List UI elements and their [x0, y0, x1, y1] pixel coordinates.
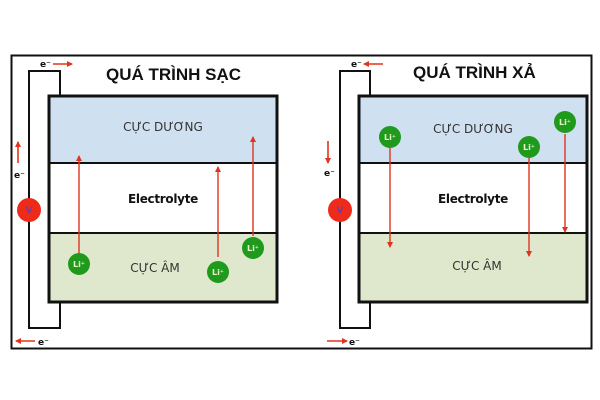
electron-label: e⁻ [324, 169, 335, 179]
electrolyte-layer [49, 163, 277, 233]
svg-text:Li⁺: Li⁺ [73, 260, 85, 269]
positive-electrode [49, 96, 277, 163]
electrolyte-label: Electrolyte [438, 192, 508, 206]
panel-discharging: QUÁ TRÌNH XẢ CỰC DƯƠNG Electrolyte CỰC Â… [324, 60, 589, 348]
svg-text:Li⁺: Li⁺ [247, 244, 259, 253]
lithium-ion: Li⁺ [242, 237, 264, 259]
svg-text:V: V [26, 206, 33, 216]
electron-label: e⁻ [38, 338, 49, 348]
battery-cell [357, 94, 589, 304]
svg-text:Li⁺: Li⁺ [212, 268, 224, 277]
voltmeter: V [328, 198, 352, 222]
battery-cell [47, 94, 279, 304]
panel-charging: QUÁ TRÌNH SẠC CỰC DƯƠNG Electrolyte CỰC … [14, 60, 279, 348]
negative-electrode-label: CỰC ÂM [130, 260, 179, 275]
positive-electrode-label: CỰC DƯƠNG [123, 120, 203, 134]
negative-electrode-label: CỰC ÂM [452, 258, 501, 273]
svg-text:Li⁺: Li⁺ [384, 133, 396, 142]
panel-title: QUÁ TRÌNH XẢ [413, 63, 536, 82]
outer-border [10, 54, 593, 350]
negative-electrode [359, 233, 587, 302]
lithium-ion: Li⁺ [68, 253, 90, 275]
electron-label: e⁻ [351, 60, 362, 70]
voltmeter: V [17, 198, 41, 222]
lithium-ion: Li⁺ [379, 126, 401, 148]
electron-label: e⁻ [40, 60, 51, 70]
svg-text:V: V [337, 206, 344, 216]
electrolyte-layer [359, 163, 587, 233]
lithium-ion: Li⁺ [207, 261, 229, 283]
svg-text:Li⁺: Li⁺ [523, 143, 535, 152]
electron-label: e⁻ [14, 171, 25, 181]
lithium-ion: Li⁺ [518, 136, 540, 158]
lithium-ion: Li⁺ [554, 111, 576, 133]
positive-electrode-label: CỰC DƯƠNG [433, 122, 513, 136]
svg-text:Li⁺: Li⁺ [559, 118, 571, 127]
panel-title: QUÁ TRÌNH SẠC [106, 65, 241, 84]
electron-label: e⁻ [349, 338, 360, 348]
electrolyte-label: Electrolyte [128, 192, 198, 206]
